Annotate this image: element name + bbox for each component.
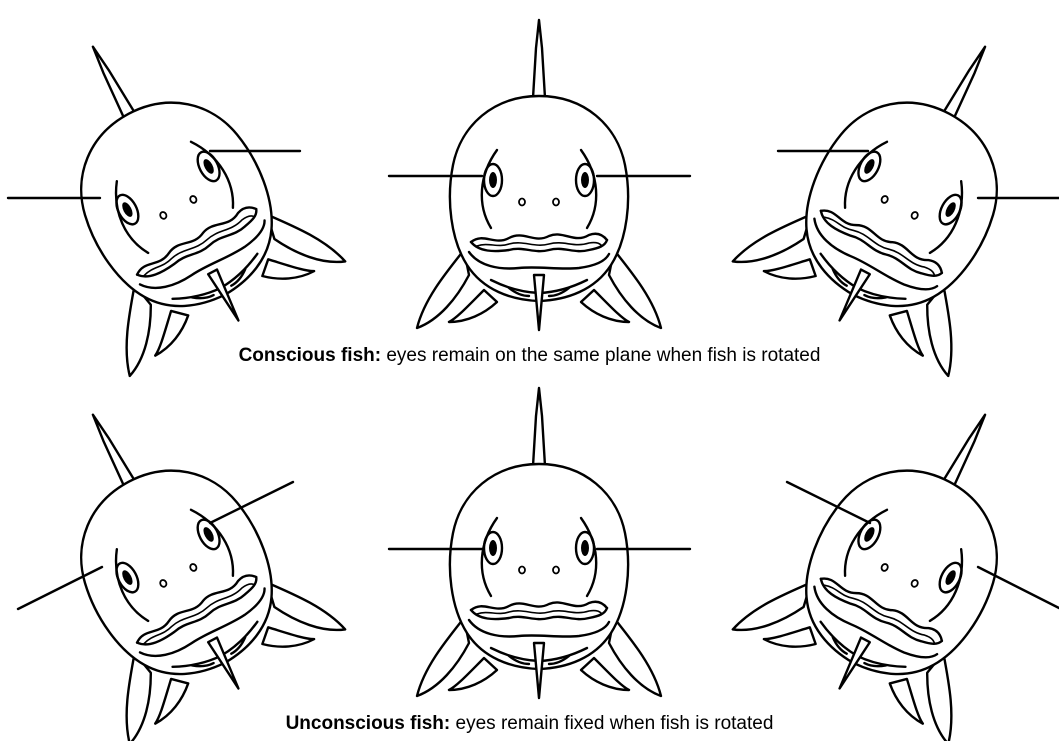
conscious-caption: Conscious fish: eyes remain on the same … (0, 345, 1059, 367)
conscious-caption-bold: Conscious fish: (239, 345, 382, 366)
unconscious-fish-left (0, 357, 346, 741)
unconscious-fish-right (732, 357, 1059, 741)
unconscious-fish-center (417, 388, 661, 698)
unconscious-caption-bold: Unconscious fish: (286, 713, 451, 734)
unconscious-caption-text: eyes remain fixed when fish is rotated (450, 713, 773, 734)
conscious-caption-text: eyes remain on the same plane when fish … (381, 345, 820, 366)
unconscious-caption: Unconscious fish: eyes remain fixed when… (0, 713, 1059, 735)
conscious-fish-right (732, 0, 1059, 378)
conscious-fish-left (0, 0, 346, 378)
